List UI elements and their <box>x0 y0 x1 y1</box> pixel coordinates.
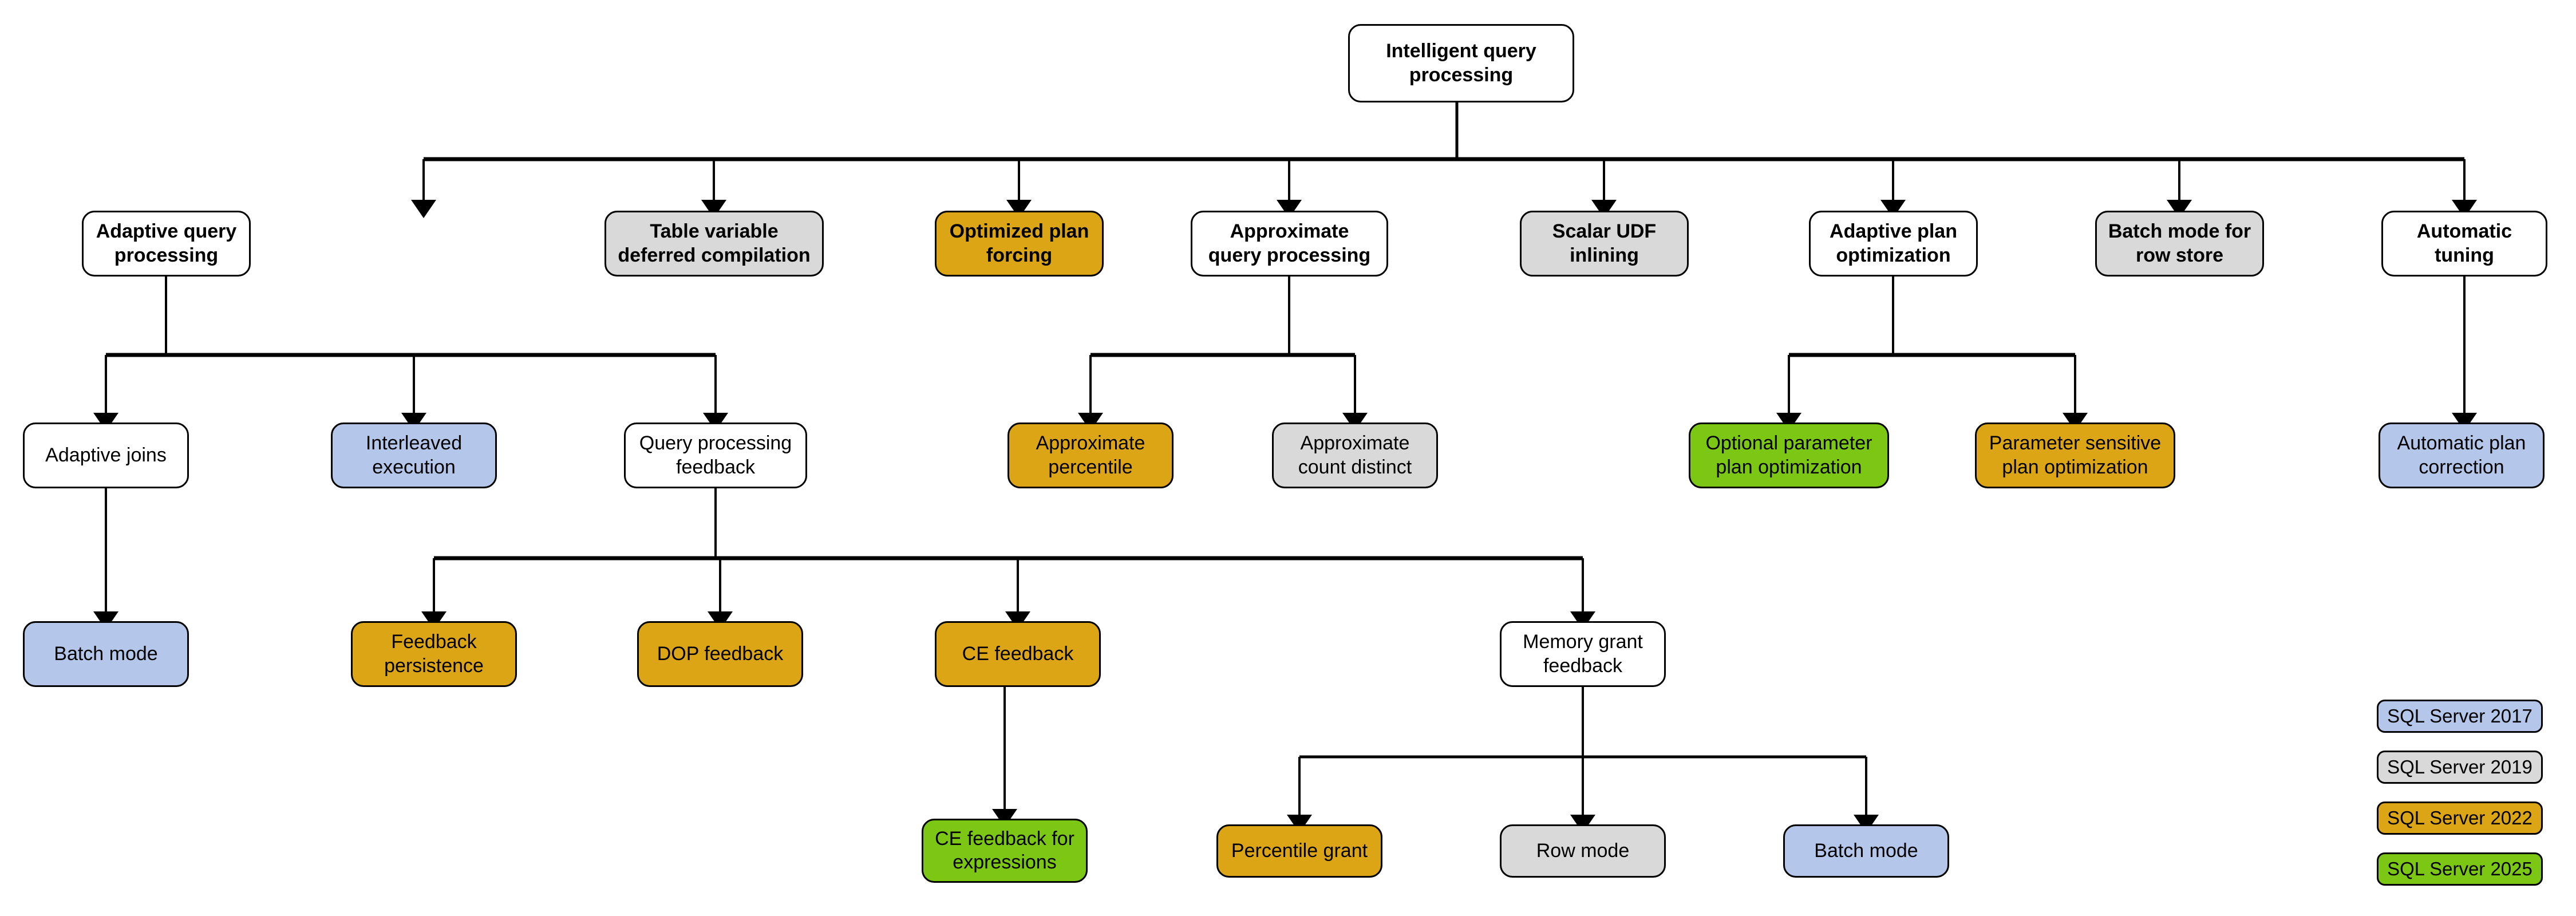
edge-query-processing-feedback-children <box>421 488 1595 630</box>
node-batch-mode-adaptive-joins[interactable]: Batch mode <box>23 621 189 687</box>
node-interleaved-execution[interactable]: Interleaved execution <box>331 423 497 488</box>
node-automatic-plan-correction[interactable]: Automatic plan correction <box>2379 423 2545 488</box>
node-adaptive-plan-optimization[interactable]: Adaptive plan optimization <box>1809 211 1978 277</box>
node-memory-grant-feedback[interactable]: Memory grant feedback <box>1500 621 1666 687</box>
node-feedback-persistence[interactable]: Feedback persistence <box>351 621 517 687</box>
node-batch-mode-for-row-store[interactable]: Batch mode for row store <box>2095 211 2264 277</box>
edge-adaptive-query-processing-children <box>93 277 728 431</box>
edge-adaptive-plan-optimization-children <box>1776 277 2088 431</box>
node-scalar-udf-inlining[interactable]: Scalar UDF inlining <box>1520 211 1689 277</box>
edge-bus-level1 <box>411 157 2477 218</box>
legend-sql-server-2022: SQL Server 2022 <box>2377 802 2543 835</box>
edge-approximate-query-processing-children <box>1078 277 1368 431</box>
node-optional-parameter-plan-optimization[interactable]: Optional parameter plan optimization <box>1689 423 1889 488</box>
node-dop-feedback[interactable]: DOP feedback <box>637 621 803 687</box>
node-query-processing-feedback[interactable]: Query processing feedback <box>624 423 807 488</box>
node-percentile-grant[interactable]: Percentile grant <box>1216 824 1382 878</box>
node-intelligent-query-processing[interactable]: Intelligent query processing <box>1348 24 1574 102</box>
node-table-variable-deferred-compilation[interactable]: Table variable deferred compilation <box>605 211 824 277</box>
node-optimized-plan-forcing[interactable]: Optimized plan forcing <box>935 211 1104 277</box>
node-ce-feedback-for-expressions[interactable]: CE feedback for expressions <box>922 819 1088 883</box>
legend-sql-server-2025: SQL Server 2025 <box>2377 852 2543 886</box>
node-approximate-query-processing[interactable]: Approximate query processing <box>1191 211 1388 277</box>
node-parameter-sensitive-plan-optimization[interactable]: Parameter sensitive plan optimization <box>1975 423 2175 488</box>
node-approximate-count-distinct[interactable]: Approximate count distinct <box>1272 423 1438 488</box>
legend-sql-server-2019: SQL Server 2019 <box>2377 751 2543 784</box>
node-batch-mode-memory-grant[interactable]: Batch mode <box>1783 824 1949 878</box>
node-approximate-percentile[interactable]: Approximate percentile <box>1008 423 1174 488</box>
node-automatic-tuning[interactable]: Automatic tuning <box>2381 211 2547 277</box>
node-ce-feedback[interactable]: CE feedback <box>935 621 1101 687</box>
edge-memory-grant-feedback-children <box>1287 687 1879 833</box>
node-adaptive-query-processing[interactable]: Adaptive query processing <box>82 211 251 277</box>
legend-sql-server-2017: SQL Server 2017 <box>2377 700 2543 733</box>
node-row-mode[interactable]: Row mode <box>1500 824 1666 878</box>
node-adaptive-joins[interactable]: Adaptive joins <box>23 423 189 488</box>
